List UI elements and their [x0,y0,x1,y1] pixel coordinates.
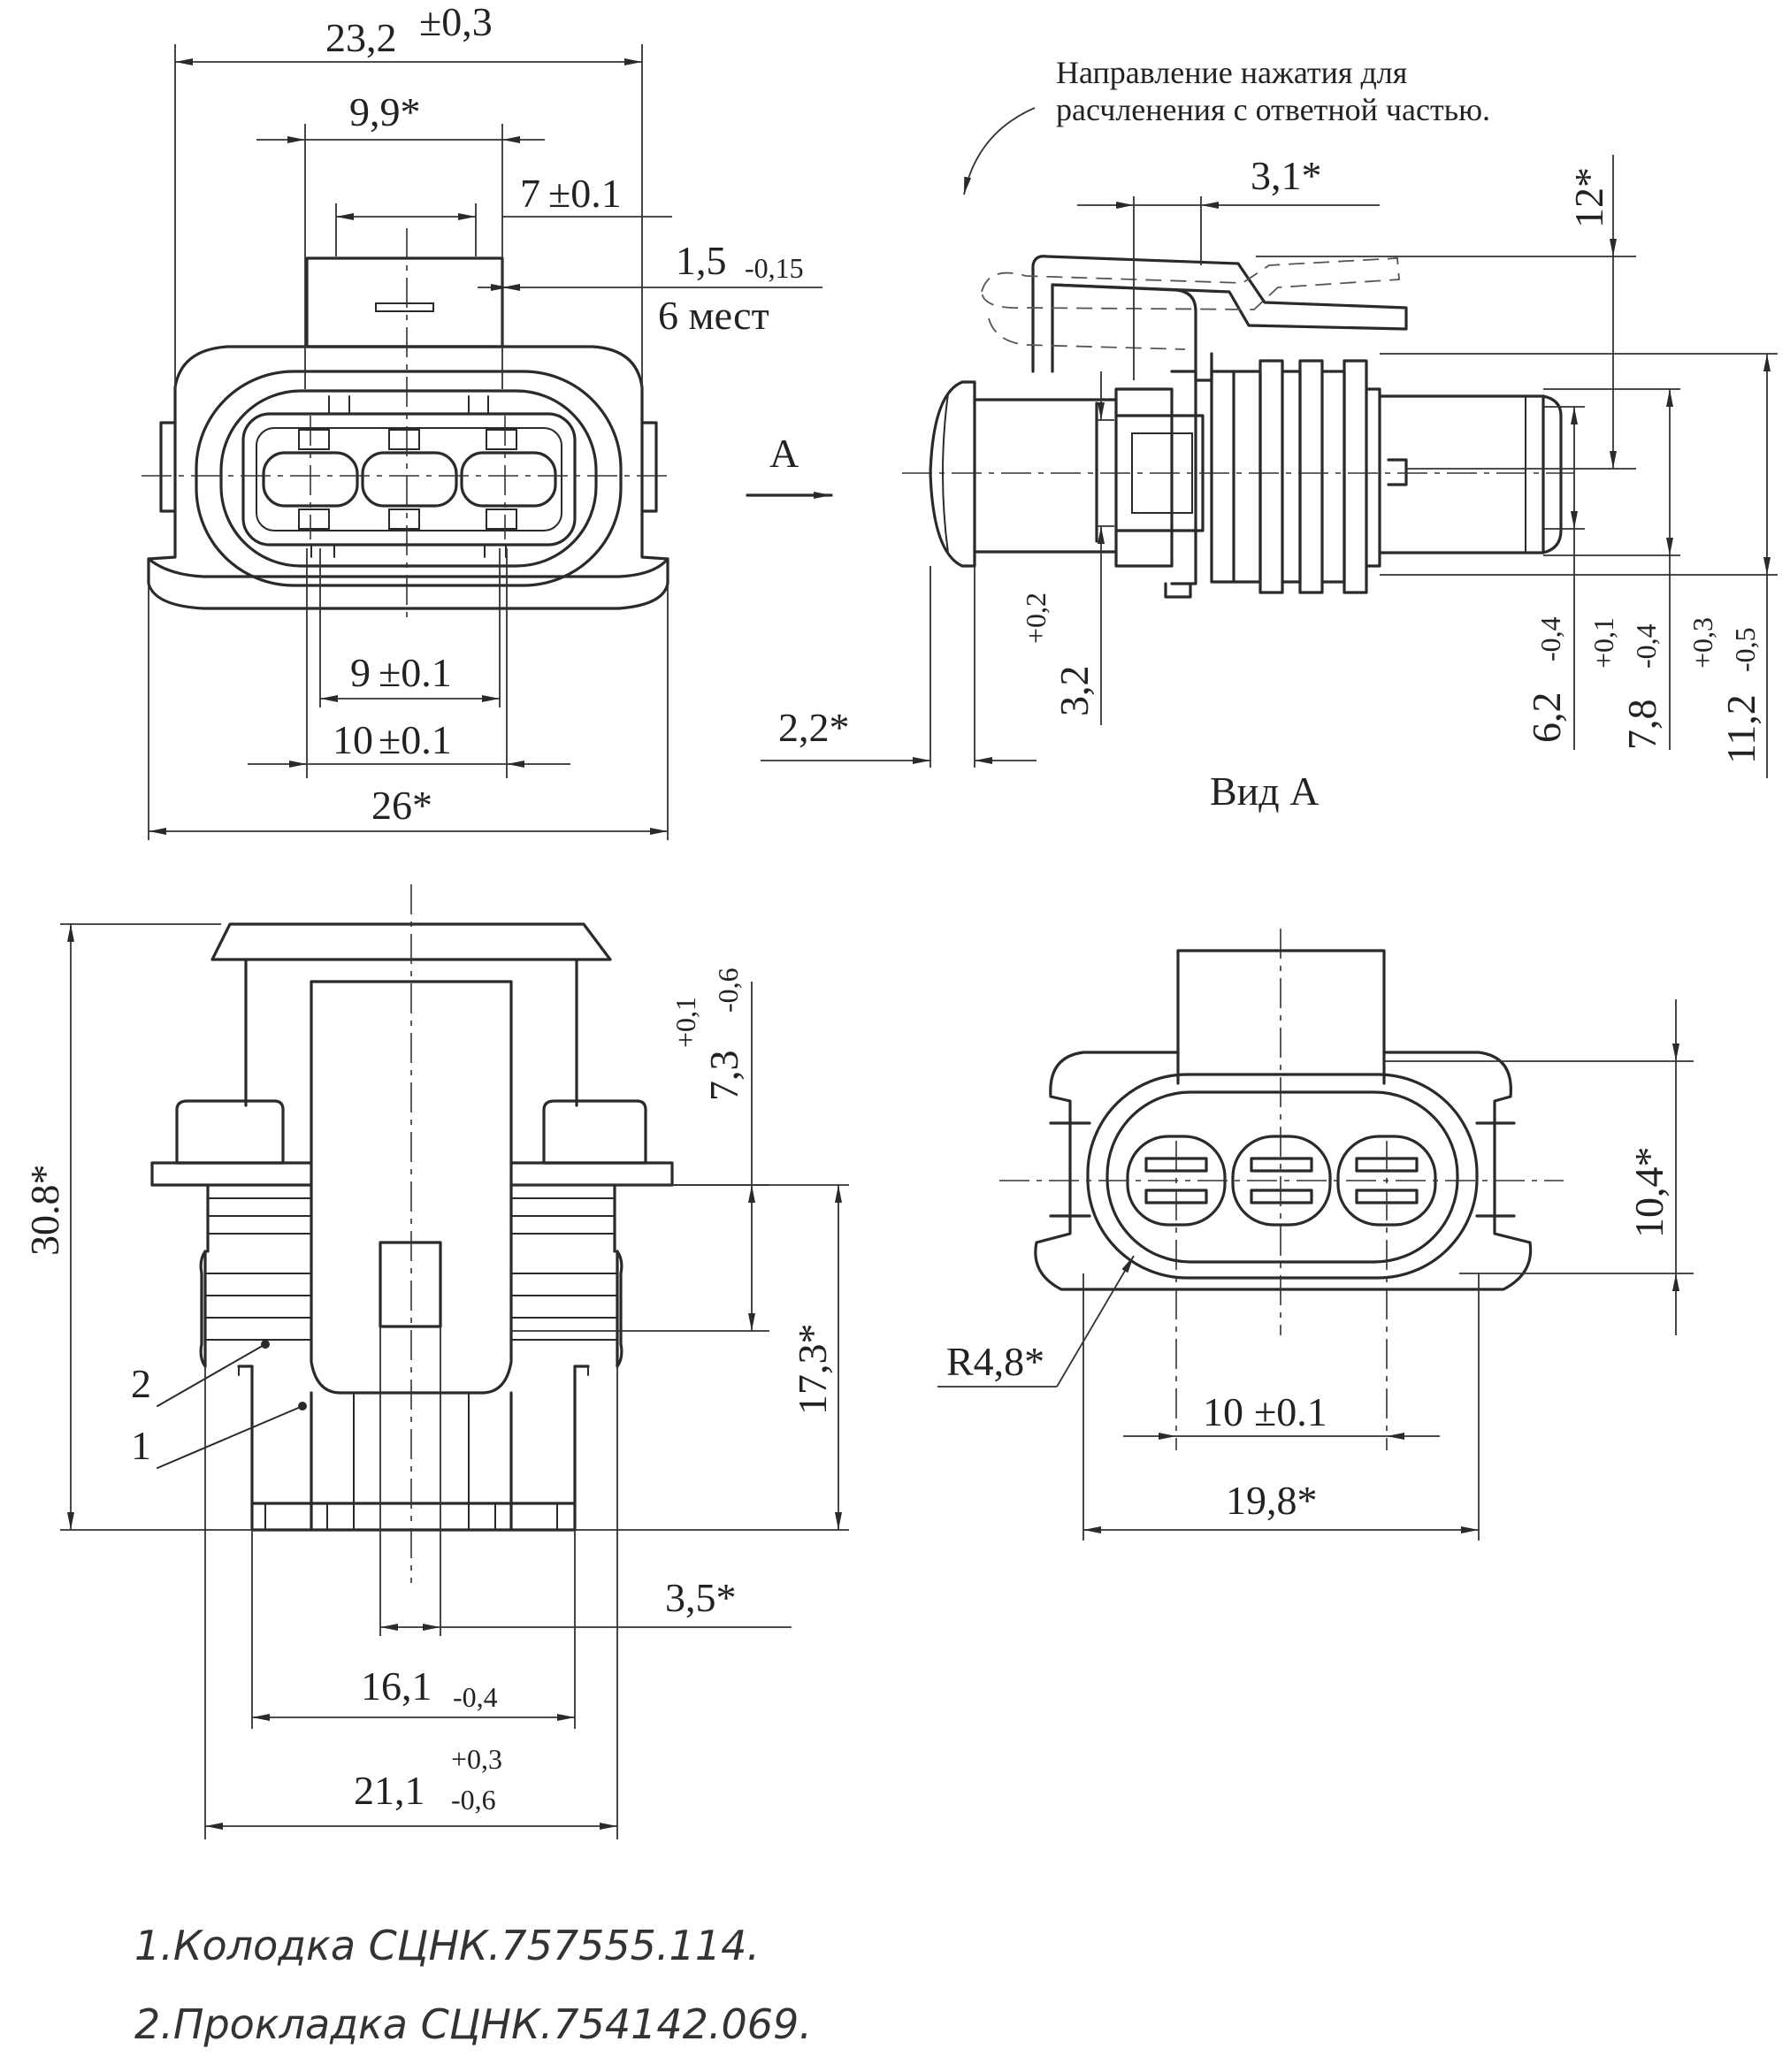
dim-pin-diameter-tolerance: -0,4 [1534,616,1566,661]
view-arrow-label: A [769,431,799,476]
view-a-outline [1034,949,1533,1291]
top-view: 23,2 ±0,3 9,9* 7 ±0.1 1,5 -0,15 6 мест 9… [142,0,822,840]
dim-tab-width: 7 [520,171,540,216]
dim-body-width: 16,1 [361,1663,432,1709]
dim-overall-width: 23,2 [325,15,397,60]
dim-rib-width: 1,5 [676,238,727,283]
dim-rib-width-tolerance: -0,15 [745,252,804,284]
dim-contact-pitch-inner-tolerance: ±0.1 [379,650,452,695]
dim-window-width: 3,5* [665,1575,737,1620]
legend-item-1: 1.Колодка СЦНК.757555.114. [134,1922,760,1969]
dim-tab-width-tolerance: ±0.1 [548,171,622,216]
dim-face-pitch-tolerance: ±0.1 [1254,1389,1327,1434]
top-view-outline [147,256,669,610]
dim-body-height: 17,3* [790,1324,835,1416]
front-view-outline [150,922,674,1532]
dim-latch-height: 12* [1566,167,1611,228]
dim-flange-width-tolerance-lower: -0,6 [451,1784,496,1816]
view-a: R4,8* 10,4* 10 ±0.1 19,8* [937,929,1694,1541]
dim-slot-width: 3,2 [1052,666,1097,717]
front-view: 2 1 30.8* 7,3 +0,1 -0,6 17,3* 3,5* 16,1 … [22,884,849,1839]
dim-flange-width-tolerance-upper: +0,3 [451,1743,502,1775]
dim-face-pitch: 10 [1203,1389,1243,1434]
dim-overall-height: 30.8* [22,1165,67,1257]
dim-rib-count: 6 мест [658,293,769,338]
dim-face-width: 19,8* [1226,1478,1318,1523]
dim-flange-width: 21,1 [354,1768,425,1813]
legend-item-2: 2.Прокладка СЦНК.754142.069. [134,2000,812,2048]
dim-body-width-tolerance: -0,4 [453,1681,498,1713]
dim-slot-width-tolerance: +0,2 [1020,593,1052,644]
release-direction-arrow-icon [963,107,1036,195]
dim-base-width: 26* [371,783,432,828]
dim-seal-diameter-tolerance-lower: -0,5 [1729,627,1761,672]
dim-tube-diameter-tolerance-upper: +0,1 [1587,617,1619,669]
side-view-outline [929,255,1563,599]
note-release-direction-line1: Направление нажатия для [1056,55,1407,90]
dim-contact-pitch-inner: 9 [350,650,371,695]
dim-pocket-radius: R4,8* [946,1339,1044,1384]
dim-seal-diameter-tolerance-upper: +0,3 [1687,617,1718,669]
dim-face-height: 10,4* [1626,1147,1671,1239]
dim-contact-pitch-outer: 10 [333,717,373,762]
dim-latch-thickness: 3,1* [1251,153,1322,198]
dim-latch-height: 7,3 [701,1051,746,1102]
dim-contact-pitch-outer-tolerance: ±0.1 [379,717,452,762]
dim-pin-diameter: 6,2 [1524,692,1569,744]
dim-latch-height-tolerance-lower: -0,6 [712,967,744,1013]
dim-seal-diameter: 11,2 [1718,694,1763,764]
dim-latch-width: 9,9* [349,89,421,134]
parts-legend: 1.Колодка СЦНК.757555.114. 2.Прокладка С… [134,1922,812,2048]
dim-latch-height-tolerance-upper: +0,1 [669,997,701,1048]
dim-tube-diameter: 7,8 [1619,700,1664,751]
callout-2: 2 [131,1361,151,1406]
dim-flange-thickness: 2,2* [778,705,850,750]
view-a-caption: Вид А [1210,768,1319,814]
note-release-direction-line2: расчленения с ответной частью. [1056,92,1490,127]
callout-1: 1 [131,1423,151,1468]
side-view: Направление нажатия для расчленения с от… [746,55,1778,814]
dim-overall-width-tolerance: ±0,3 [419,0,493,44]
dim-tube-diameter-tolerance-lower: -0,4 [1630,623,1662,669]
